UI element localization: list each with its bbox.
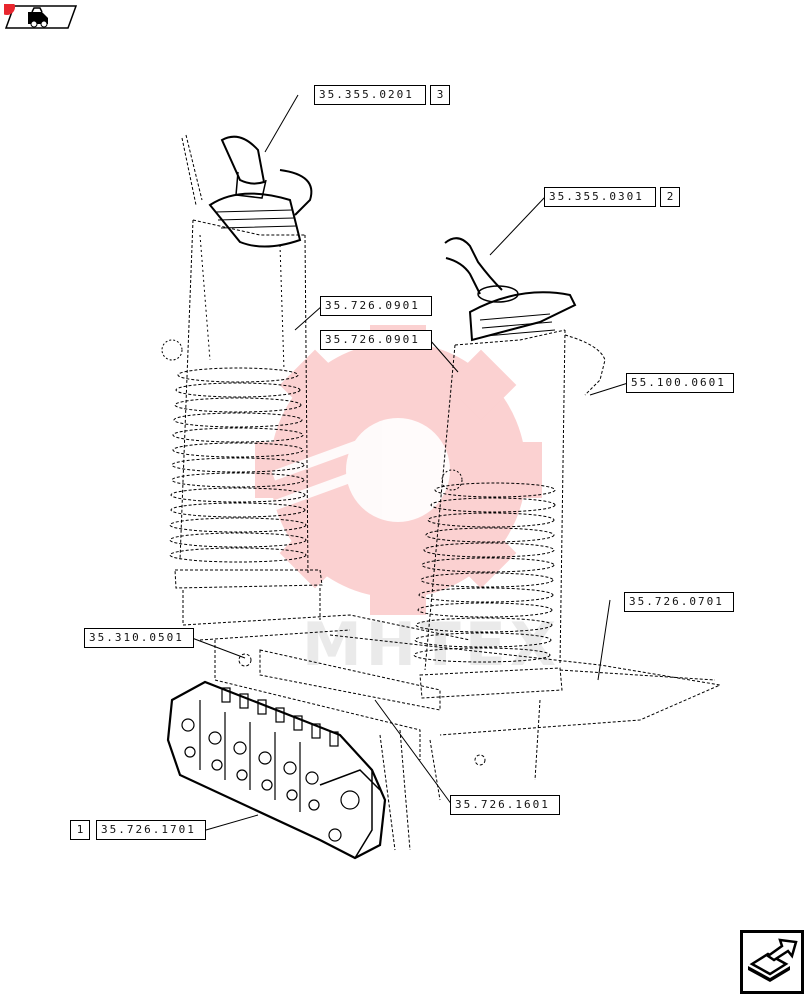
callout-part-35-355-0201[interactable]: 35.355.0201 [314,85,426,105]
callout-part-35-310-0501[interactable]: 35.310.0501 [84,628,194,648]
callout-part-35-726-1601[interactable]: 35.726.1601 [450,795,560,815]
callout-qty-2: 2 [660,187,680,207]
callout-part-35-355-0301[interactable]: 35.355.0301 [544,187,656,207]
callout-part-55-100-0601[interactable]: 55.100.0601 [626,373,734,393]
mounting-frame [182,614,722,851]
callout-part-35-726-0701[interactable]: 35.726.0701 [624,592,734,612]
right-joystick-assembly [413,237,606,699]
callout-part-35-726-0901-upper[interactable]: 35.726.0901 [320,296,432,316]
callout-part-35-726-1701[interactable]: 35.726.1701 [96,820,206,840]
leader-lines [191,94,629,831]
tractor-badge-icon[interactable] [4,4,78,30]
control-valve-block [166,680,387,860]
callout-part-35-726-0901-lower[interactable]: 35.726.0901 [320,330,432,350]
next-page-arrow-icon[interactable] [740,930,804,994]
callout-qty-1: 1 [70,820,90,840]
left-joystick-assembly [161,134,323,625]
callout-qty-3: 3 [430,85,450,105]
